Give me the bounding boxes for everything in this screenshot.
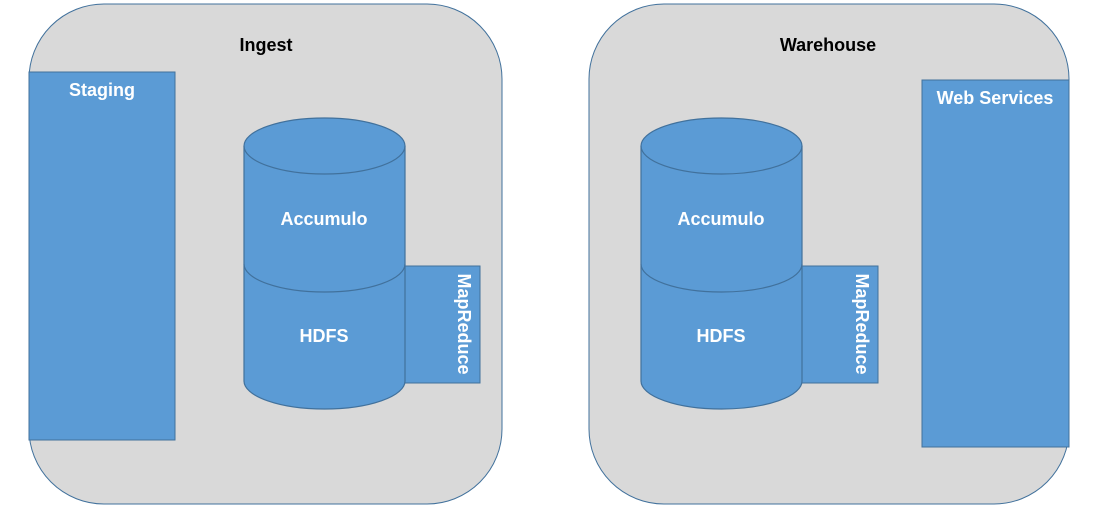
- ingest-mapreduce-label: MapReduce: [454, 273, 474, 374]
- ingest-cylinder-top-rim: [243, 145, 406, 175]
- warehouse-hdfs-label: HDFS: [697, 326, 746, 346]
- warehouse-accumulo-label: Accumulo: [677, 209, 764, 229]
- warehouse-zone-title: Warehouse: [780, 35, 876, 55]
- web-services-box: [921, 79, 1070, 448]
- ingest-cylinder-body: [243, 117, 406, 410]
- web-services-label: Web Services: [937, 88, 1054, 108]
- warehouse-zone: Warehouse Web Services MapReduce Accumul…: [588, 3, 1070, 505]
- ingest-zone-title: Ingest: [239, 35, 292, 55]
- warehouse-cylinder-top-rim: [640, 145, 803, 175]
- ingest-hdfs-label: HDFS: [300, 326, 349, 346]
- ingest-zone: Ingest Staging MapReduce Accumulo HDFS: [28, 3, 503, 505]
- warehouse-mapreduce-label: MapReduce: [852, 273, 872, 374]
- ingest-mapreduce-box: [404, 265, 481, 384]
- staging-label: Staging: [69, 80, 135, 100]
- ingest-cylinder-divider: [243, 263, 406, 293]
- ingest-accumulo-label: Accumulo: [280, 209, 367, 229]
- warehouse-cylinder-divider: [640, 263, 803, 293]
- warehouse-mapreduce-box: [801, 265, 879, 384]
- warehouse-storage-cylinder: Accumulo HDFS: [640, 117, 803, 410]
- ingest-storage-cylinder: Accumulo HDFS: [243, 117, 406, 410]
- staging-box: [28, 71, 176, 441]
- warehouse-cylinder-body: [640, 117, 803, 410]
